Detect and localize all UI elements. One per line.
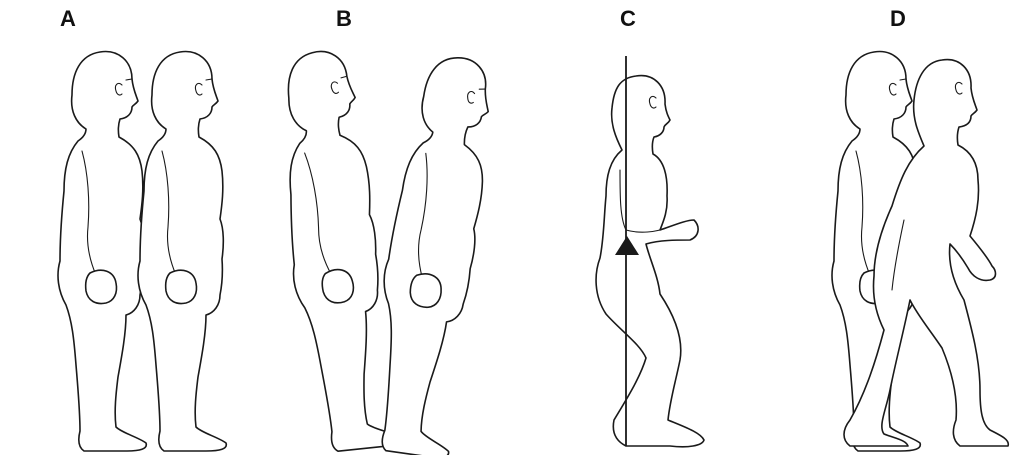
panel-c-figure <box>596 56 704 447</box>
panel-b-figures <box>270 47 503 455</box>
panel-d-figures <box>832 52 1008 451</box>
panel-a-figures <box>58 52 226 451</box>
